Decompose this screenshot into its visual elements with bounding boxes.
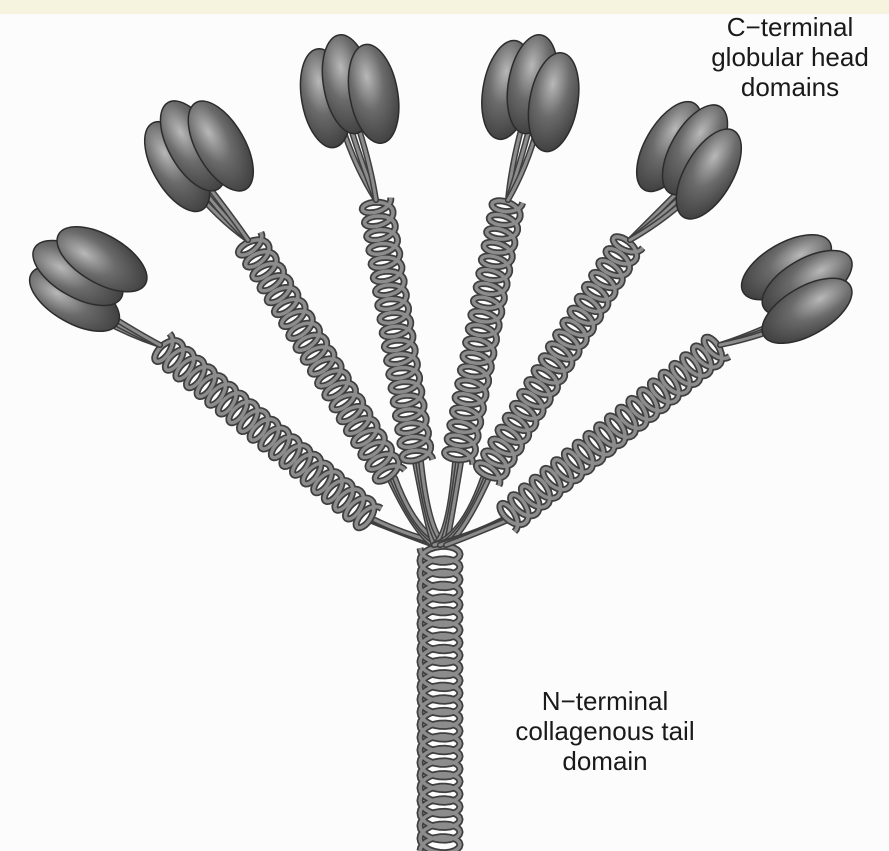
collagenous-tail — [420, 546, 460, 851]
c-terminal-label-line-2: globular head — [690, 42, 889, 72]
c-terminal-label: C−terminal globular head domains — [690, 12, 889, 102]
globular-head-1 — [11, 206, 158, 346]
globular-head-2 — [126, 79, 266, 226]
arm-6 — [434, 318, 803, 545]
n-terminal-label: N−terminal collagenous tail domain — [480, 686, 730, 776]
n-terminal-label-line-3: domain — [480, 746, 730, 776]
n-terminal-label-line-1: N−terminal — [480, 686, 730, 716]
globular-head-5 — [621, 83, 761, 230]
globular-head-3 — [292, 27, 406, 156]
c-terminal-label-line-1: C−terminal — [690, 12, 889, 42]
tail-coil — [420, 546, 460, 851]
globular-head-4 — [474, 27, 588, 156]
c-terminal-label-line-3: domains — [690, 72, 889, 102]
n-terminal-label-line-2: collagenous tail — [480, 716, 730, 746]
